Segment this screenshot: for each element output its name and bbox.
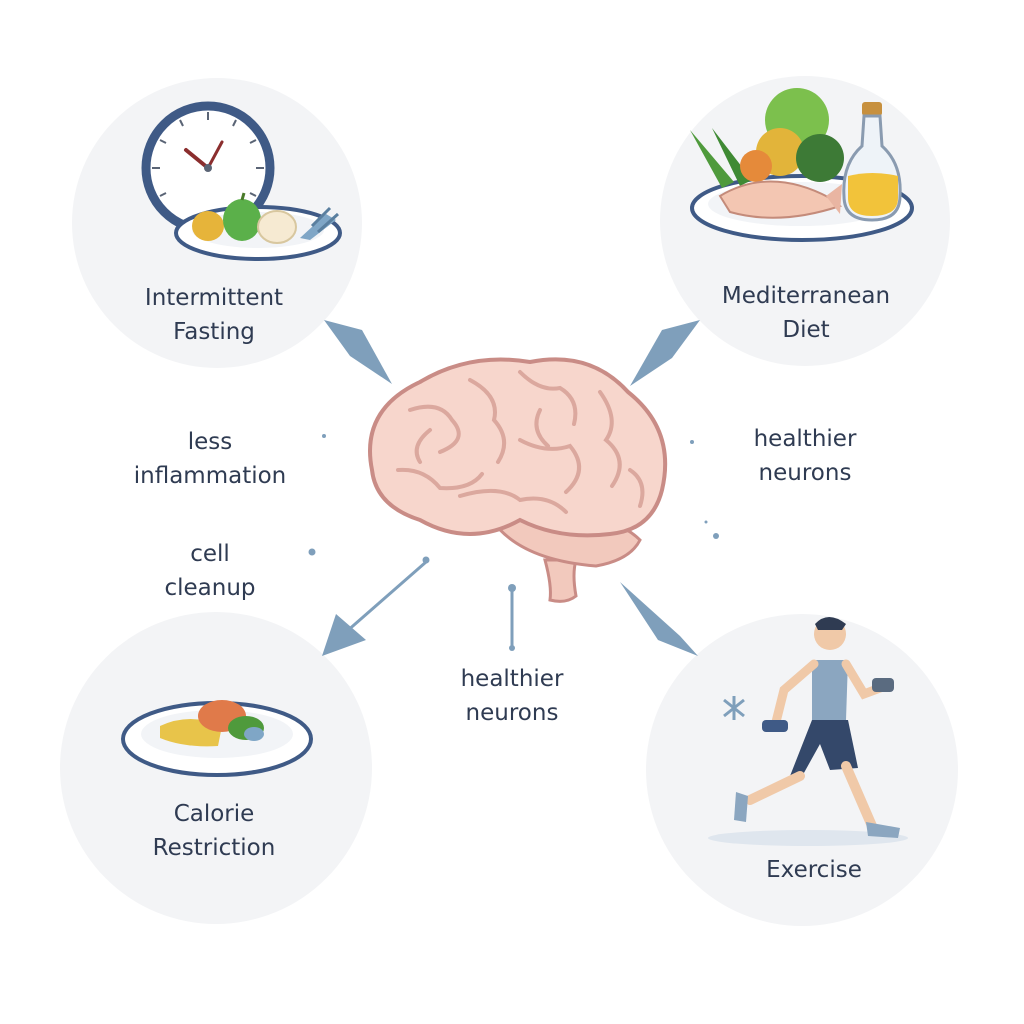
label-exercise: Exercise — [766, 853, 862, 887]
runner-icon — [708, 617, 908, 846]
benefit-cell-cleanup-line1: cell — [190, 541, 230, 567]
benefit-less-inflammation-line2: inflammation — [133, 463, 287, 489]
benefit-healthier-neurons-right-line1: healthier — [753, 426, 857, 452]
olive-oil-bottle-icon — [842, 102, 902, 222]
label-calorie-restriction-line1: Calorie — [173, 801, 255, 827]
arrow-to-calorie-restriction — [322, 556, 430, 656]
label-calorie-restriction: Calorie Restriction — [153, 797, 276, 865]
arrow-to-intermittent-fasting — [324, 320, 392, 384]
connector-healthier-neurons-bottom — [508, 584, 516, 651]
arrow-to-mediterranean-diet — [630, 320, 700, 386]
benefit-less-inflammation-line1: less — [187, 429, 233, 455]
label-intermittent-fasting-line1: Intermittent — [144, 285, 284, 311]
fasting-plate-icon — [174, 192, 342, 261]
brain-icon — [368, 357, 668, 603]
benefit-less-inflammation: less inflammation — [134, 425, 287, 493]
label-calorie-restriction-line2: Restriction — [152, 835, 276, 861]
decorative-dots — [308, 434, 719, 556]
benefit-cell-cleanup: cell cleanup — [164, 537, 255, 605]
benefit-healthier-neurons-right: healthier neurons — [754, 422, 857, 490]
benefit-healthier-neurons-bottom-line1: healthier — [460, 666, 564, 692]
benefit-cell-cleanup-line2: cleanup — [164, 575, 256, 601]
arrow-to-exercise — [620, 582, 698, 656]
label-intermittent-fasting: Intermittent Fasting — [145, 281, 283, 349]
label-intermittent-fasting-line2: Fasting — [173, 319, 255, 345]
benefit-healthier-neurons-bottom-line2: neurons — [465, 700, 559, 726]
label-mediterranean-diet-line2: Diet — [782, 317, 830, 343]
label-mediterranean-diet-line1: Mediterranean — [721, 283, 891, 309]
benefit-healthier-neurons-right-line2: neurons — [758, 460, 852, 486]
label-mediterranean-diet: Mediterranean Diet — [722, 279, 890, 347]
label-exercise-line1: Exercise — [766, 857, 862, 883]
benefit-healthier-neurons-bottom: healthier neurons — [461, 662, 564, 730]
calorie-plate-icon — [121, 700, 313, 777]
